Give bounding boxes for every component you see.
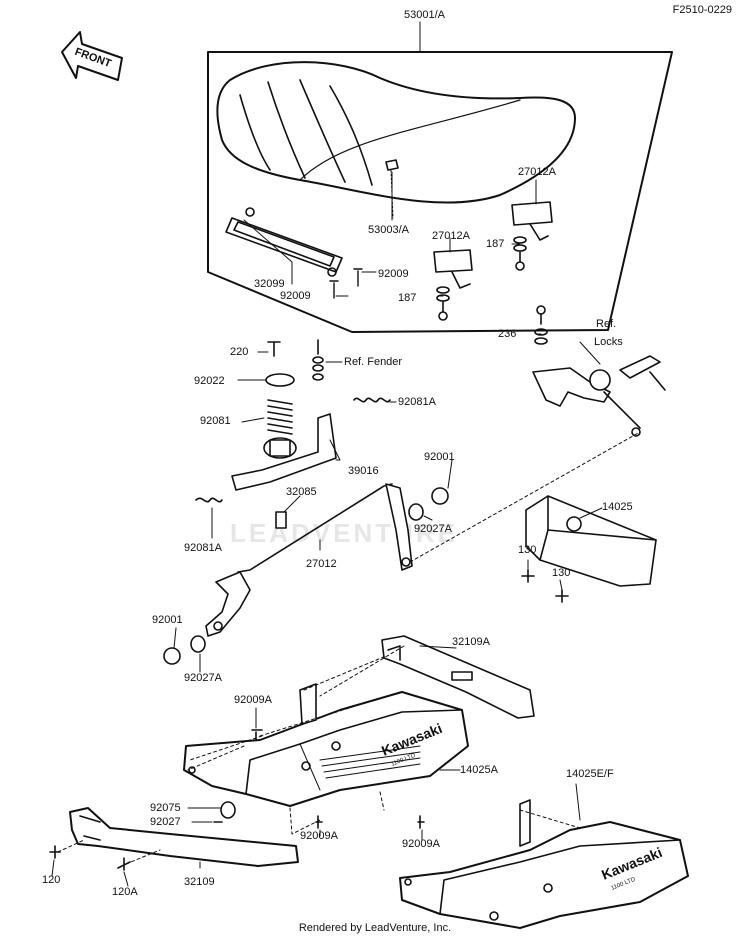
spring-92081A-lower xyxy=(195,497,223,503)
leader-lines xyxy=(51,21,603,887)
screw-92009 xyxy=(353,268,363,287)
label-14025A: 14025A xyxy=(460,764,498,776)
label-32099: 32099 xyxy=(254,278,285,290)
label-187-lower: 187 xyxy=(398,292,417,304)
tail-cover-14025A xyxy=(183,683,469,807)
seat-base-plate xyxy=(225,207,343,277)
bolt-220 xyxy=(267,341,281,357)
label-92027: 92027 xyxy=(150,816,181,828)
seat xyxy=(216,61,576,204)
screw-92009A-upper xyxy=(251,729,263,741)
label-53003A: 53003/A xyxy=(368,224,409,236)
bolt-92001-lower xyxy=(163,647,181,665)
label-92022: 92022 xyxy=(194,375,225,387)
label-32109A: 32109A xyxy=(452,636,490,648)
label-92009-right: 92009 xyxy=(378,268,409,280)
label-92009A-right: 92009A xyxy=(402,838,440,850)
tail-cover-14025EF xyxy=(399,799,689,929)
seat-group-frame xyxy=(207,51,673,333)
label-92009A-mid: 92009A xyxy=(300,830,338,842)
label-92001-lower: 92001 xyxy=(152,614,183,626)
label-92027A-lower: 92027A xyxy=(184,672,222,684)
label-187-upper: 187 xyxy=(486,238,505,250)
collar-92075 xyxy=(220,801,236,819)
label-32085: 32085 xyxy=(286,486,317,498)
footer-credit: Rendered by LeadVenture, Inc. xyxy=(298,922,452,934)
bolt-120A xyxy=(117,857,131,871)
collar-32085 xyxy=(275,511,287,529)
label-130-left: 130 xyxy=(518,544,537,556)
screw-92009-b xyxy=(329,280,339,299)
label-14025: 14025 xyxy=(602,501,633,513)
spring-92081A-upper xyxy=(353,397,391,403)
grab-rail-32109 xyxy=(69,807,299,867)
label-92075: 92075 xyxy=(150,802,181,814)
seat-hinge-bracket-upper xyxy=(511,201,553,226)
label-92081: 92081 xyxy=(200,415,231,427)
damper-92022 xyxy=(265,373,295,387)
diagram-code: F2510-0229 xyxy=(672,4,732,16)
label-53001A: 53001/A xyxy=(404,9,445,21)
fender-bolt xyxy=(312,339,324,381)
front-arrow-icon xyxy=(61,31,123,81)
latch-rod-27012 xyxy=(205,483,413,637)
label-27012A-upper: 27012A xyxy=(518,166,556,178)
label-92081A-lower: 92081A xyxy=(184,542,222,554)
label-27012A-lower: 27012A xyxy=(432,230,470,242)
label-92009-left: 92009 xyxy=(280,290,311,302)
label-92001-upper: 92001 xyxy=(424,451,455,463)
bolt-236 xyxy=(534,305,548,345)
label-220: 220 xyxy=(230,346,249,358)
bolt-92001 xyxy=(431,487,449,505)
label-27012: 27012 xyxy=(306,558,337,570)
seat-clip xyxy=(385,159,399,171)
washers-187 xyxy=(436,236,527,321)
label-39016: 39016 xyxy=(348,465,379,477)
label-ref-locks-2: Locks xyxy=(594,336,623,348)
label-92027A-upper: 92027A xyxy=(414,523,452,535)
seat-hinge-bracket-lower xyxy=(433,249,473,273)
label-236: 236 xyxy=(498,328,517,340)
label-ref-locks-1: Ref. xyxy=(596,318,617,330)
collar-92027A xyxy=(408,503,424,521)
label-32109: 32109 xyxy=(184,876,215,888)
label-120: 120 xyxy=(42,874,61,886)
spring-92081 xyxy=(267,399,293,435)
tool-case-14025 xyxy=(525,495,657,587)
grab-rail-32109A xyxy=(381,635,535,719)
label-14025EF: 14025E/F xyxy=(566,768,614,780)
label-92081A-upper: 92081A xyxy=(398,396,436,408)
label-ref-fender: Ref. Fender xyxy=(344,356,403,368)
label-130-right: 130 xyxy=(552,567,571,579)
screw-92009A-right xyxy=(417,815,425,829)
label-120A: 120A xyxy=(112,886,138,898)
label-92009A-upper: 92009A xyxy=(234,694,272,706)
bolt-130 xyxy=(521,569,535,583)
latch-plate-39016 xyxy=(231,413,337,491)
seat-lock-assembly xyxy=(532,355,666,437)
bolt-130-b xyxy=(555,589,569,603)
watermark: LEADVENTURE xyxy=(230,518,459,548)
collar-92027A-lower xyxy=(190,635,206,653)
